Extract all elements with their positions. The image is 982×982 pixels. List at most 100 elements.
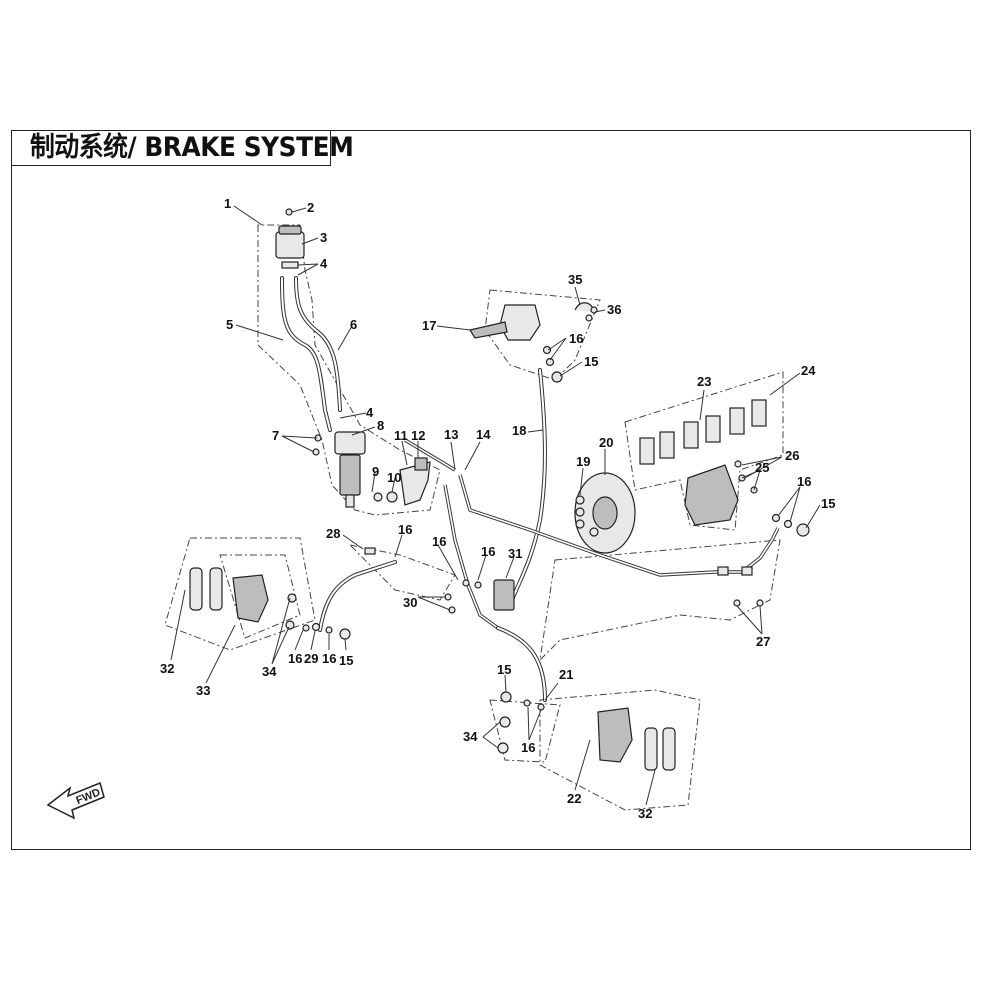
bolt-34c <box>499 716 511 728</box>
bolt-19a <box>575 495 585 505</box>
bolt-15d <box>500 691 512 703</box>
washer-16d <box>783 519 793 529</box>
pad-23f <box>751 399 767 427</box>
left-caliper <box>232 574 269 623</box>
bolt-15c <box>339 628 351 640</box>
rear-master-cylinder <box>334 431 366 455</box>
callout-3: 3 <box>320 230 327 245</box>
nut-10 <box>386 491 398 503</box>
pushrod <box>345 494 355 508</box>
callout-12: 12 <box>411 428 425 443</box>
left-caliper-outline <box>164 537 316 651</box>
bolt-34d <box>497 742 509 754</box>
pad-23b <box>659 431 675 459</box>
fwd-arrow-icon: FWD <box>46 781 105 820</box>
callout-16h: 16 <box>521 740 535 755</box>
rear-caliper-pad-outline <box>624 371 784 531</box>
screw-27a <box>733 599 741 607</box>
washer-16e <box>302 624 310 632</box>
pad-32d <box>662 727 676 771</box>
bolt-15a <box>551 371 563 383</box>
washer-16a <box>542 345 552 355</box>
callout-23: 23 <box>697 374 711 389</box>
brake-line-outline <box>539 539 781 662</box>
pad-23c <box>683 421 699 449</box>
bolt-15b <box>796 523 810 537</box>
page-title: 制动系统/ BRAKE SYSTEM <box>30 132 354 163</box>
callout-labels: 1 2 3 4 5 6 4 7 8 9 10 11 12 13 14 17 18… <box>160 196 835 821</box>
front-brake-hose-18 <box>510 368 547 602</box>
washer-16j <box>537 703 545 711</box>
pad-32a <box>189 567 203 611</box>
reservoir-cap <box>278 225 302 235</box>
clamp-4 <box>281 261 299 269</box>
bolt-19c <box>575 519 585 529</box>
callout-32b: 32 <box>638 806 652 821</box>
callout-4b: 4 <box>366 405 374 420</box>
callout-28: 28 <box>326 526 340 541</box>
callout-11: 11 <box>394 428 408 443</box>
callout-16a: 16 <box>569 331 583 346</box>
screw-2 <box>285 208 293 216</box>
callout-36: 36 <box>607 302 621 317</box>
callout-13: 13 <box>444 427 458 442</box>
bolt-34a <box>287 593 297 603</box>
callout-19: 19 <box>576 454 590 469</box>
front-master-cylinder <box>499 304 541 341</box>
brake-lever <box>469 321 508 339</box>
callout-24: 24 <box>801 363 816 378</box>
union-28 <box>364 547 376 555</box>
callout-15a: 15 <box>584 354 598 369</box>
callout-22: 22 <box>567 791 581 806</box>
callout-7: 7 <box>272 428 279 443</box>
bolt-19b <box>575 507 585 517</box>
bolt-19d <box>589 527 599 537</box>
callout-25: 25 <box>755 460 769 475</box>
callout-10: 10 <box>387 470 401 485</box>
callout-1: 1 <box>224 196 231 211</box>
washer-16g <box>462 579 470 587</box>
callout-16f: 16 <box>288 651 302 666</box>
callout-2: 2 <box>307 200 314 215</box>
washer-16h <box>474 581 482 589</box>
callout-15d: 15 <box>497 662 511 677</box>
reservoir <box>275 231 305 259</box>
washer-16b <box>545 357 555 367</box>
callout-32a: 32 <box>160 661 174 676</box>
washer-16i <box>523 699 531 707</box>
rear-caliper <box>684 464 739 526</box>
banjo-29 <box>311 622 321 632</box>
parts <box>189 208 810 771</box>
right-caliper-outline <box>539 689 701 811</box>
callout-30: 30 <box>403 595 417 610</box>
brake-tee-31 <box>493 579 515 611</box>
title-tab <box>11 130 331 166</box>
callout-17: 17 <box>422 318 436 333</box>
subassembly-outlines <box>164 224 784 811</box>
front-master-cylinder-outline <box>484 289 601 381</box>
clip-27b <box>741 566 753 576</box>
callout-35: 35 <box>568 272 582 287</box>
screw-36a <box>585 314 593 322</box>
tee-area-outline <box>348 544 456 601</box>
pad-23e <box>729 407 745 435</box>
callout-20: 20 <box>599 435 613 450</box>
washer-9 <box>373 492 383 502</box>
callout-34a: 34 <box>262 664 277 679</box>
callout-16c: 16 <box>398 522 412 537</box>
pad-23a <box>639 437 655 465</box>
screw-27b <box>756 599 764 607</box>
callout-9: 9 <box>372 464 379 479</box>
brake-lines <box>280 276 780 702</box>
callout-8: 8 <box>377 418 384 433</box>
callout-4a: 4 <box>320 256 328 271</box>
callout-31: 31 <box>508 546 522 561</box>
bolt-group-outline <box>489 699 561 763</box>
callout-15c: 15 <box>339 653 353 668</box>
callout-6: 6 <box>350 317 357 332</box>
disc-hub <box>592 496 618 530</box>
bleeder-26a <box>734 460 742 468</box>
callout-16g: 16 <box>322 651 336 666</box>
clip-27a <box>717 566 729 576</box>
